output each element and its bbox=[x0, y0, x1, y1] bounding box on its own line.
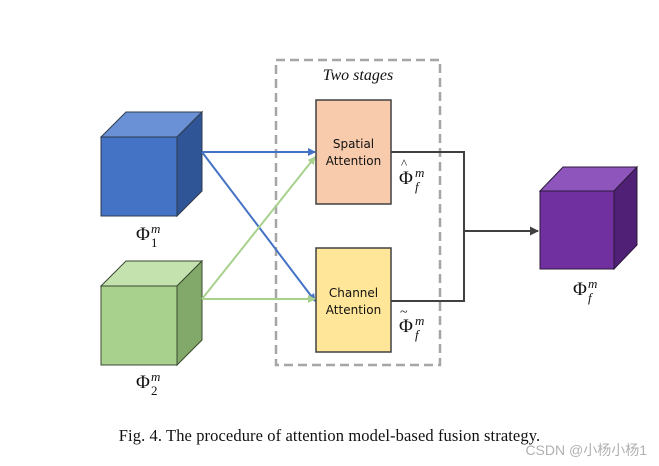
svg-text:Φ: Φ bbox=[573, 279, 587, 300]
svg-text:Φ: Φ bbox=[136, 372, 150, 393]
input-label-2: Φ m 2 bbox=[136, 369, 160, 398]
input-cube-1 bbox=[99, 110, 204, 218]
svg-text:Φ: Φ bbox=[399, 168, 413, 189]
spatial-to-merge-line bbox=[391, 151, 465, 231]
spatial-output-label: Φ ^ m f bbox=[399, 156, 424, 194]
svg-text:m: m bbox=[151, 221, 160, 236]
output-cube-front bbox=[539, 190, 615, 270]
svg-text:^: ^ bbox=[401, 156, 407, 171]
svg-text:1: 1 bbox=[151, 235, 158, 250]
svg-text:m: m bbox=[151, 369, 160, 384]
output-label: Φ m f bbox=[573, 276, 597, 305]
watermark: CSDN @小杨小杨1 bbox=[525, 442, 647, 458]
svg-text:f: f bbox=[415, 327, 421, 342]
channel-attention-line2: Attention bbox=[326, 303, 381, 317]
cube1-front bbox=[100, 136, 178, 217]
svg-text:m: m bbox=[588, 276, 597, 291]
channel-output-label: Φ ~ m f bbox=[399, 305, 424, 342]
two-stages-box bbox=[274, 58, 442, 367]
svg-text:Φ: Φ bbox=[399, 316, 413, 337]
svg-text:m: m bbox=[415, 313, 424, 328]
cube2-front bbox=[100, 285, 178, 366]
spatial-attention-line2: Attention bbox=[326, 154, 381, 168]
output-cube bbox=[538, 165, 639, 271]
input-cube-2 bbox=[99, 259, 204, 367]
channel-attention-line1: Channel bbox=[329, 286, 378, 300]
svg-text:Φ: Φ bbox=[136, 224, 150, 245]
channel-to-merge-line bbox=[391, 231, 465, 302]
figure-caption: Fig. 4. The procedure of attention model… bbox=[118, 426, 541, 445]
spatial-attention-line1: Spatial bbox=[333, 137, 374, 151]
svg-text:~: ~ bbox=[400, 305, 408, 320]
channel-attention-module: Channel Attention bbox=[315, 247, 392, 353]
input-label-1: Φ m 1 bbox=[136, 221, 160, 250]
svg-text:2: 2 bbox=[151, 383, 158, 398]
svg-text:f: f bbox=[415, 179, 421, 194]
svg-text:f: f bbox=[588, 290, 594, 305]
svg-text:m: m bbox=[415, 165, 424, 180]
spatial-attention-module: Spatial Attention bbox=[315, 99, 392, 205]
two-stages-label: Two stages bbox=[323, 67, 393, 84]
arrow-input2-to-spatial bbox=[201, 156, 316, 300]
